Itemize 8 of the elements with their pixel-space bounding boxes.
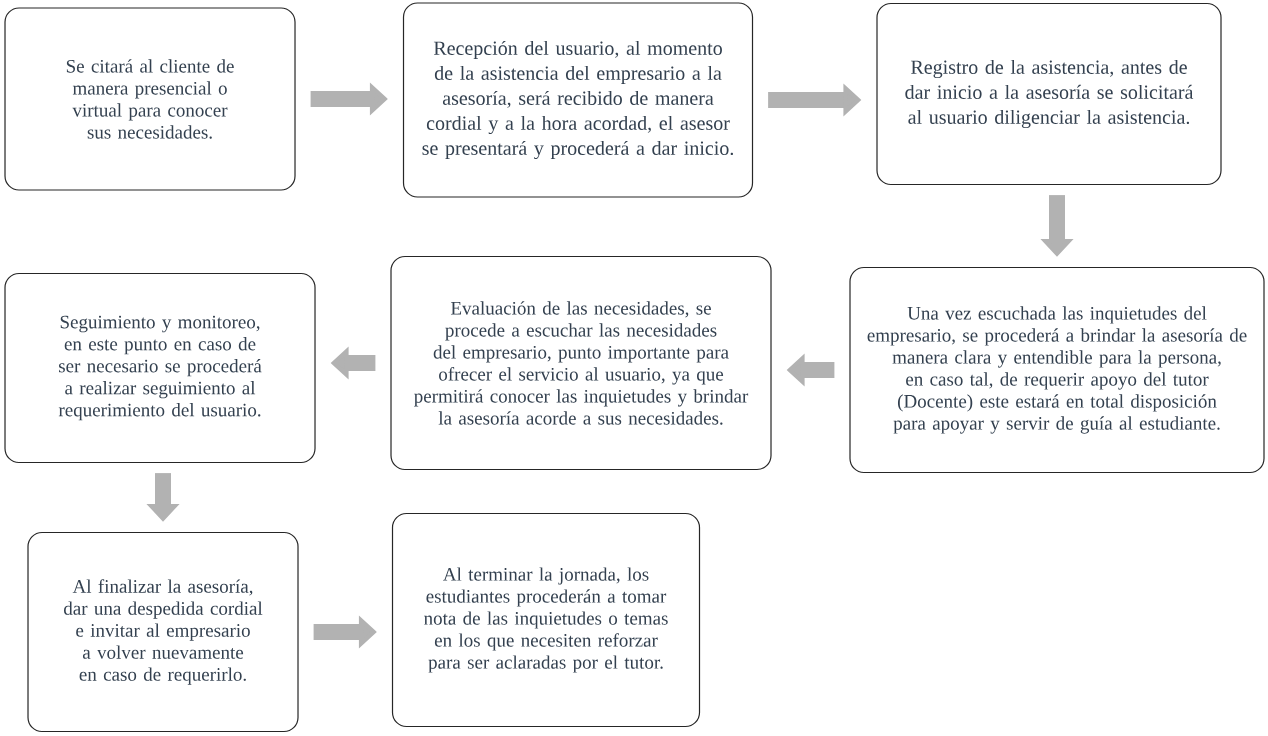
process-box: Al finalizar la asesoría, dar una despedida cordial e invitar al empresario a volver nuevamente en caso de requerirlo. (27, 531, 299, 733)
process-box: Se citará al cliente de manera presencial o virtual para conocer sus necesidades. (4, 7, 296, 191)
process-box: Registro de la asistencia, antes de dar inicio a la asesoría se solicitará al usuario diligenciar la asistencia. (876, 2, 1222, 186)
process-box: Recepción del usuario, al momento de la asistencia del empresario a la asesoría, será recibido de manera cordial y a la hora acordad, el asesor se presentará y procederá a dar inicio. (402, 2, 754, 198)
process-box: Al terminar la jornada, los estudiantes procederán a tomar nota de las inquietudes o temas en los que necesiten reforzar para ser aclaradas por el tutor. (391, 512, 701, 728)
process-box: Seguimiento y monitoreo, en este punto en caso de ser necesario se procederá a realizar seguimiento al requerimiento del usuario. (4, 272, 316, 464)
process-box: Una vez escuchada las inquietudes del empresario, se procederá a brindar la asesoría de manera clara y entendible para la persona, en caso tal, de requerir apoyo del tutor (Docente) este estará en total disposición para apoyar y servir de guía al estudiante. (849, 266, 1265, 474)
process-box: Evaluación de las necesidades, se procede a escuchar las necesidades del empresario, punto importante para ofrecer el servicio al usuario, ya que permitirá conocer las inquietudes y brindar la asesoría acorde a sus necesidades. (390, 255, 772, 471)
